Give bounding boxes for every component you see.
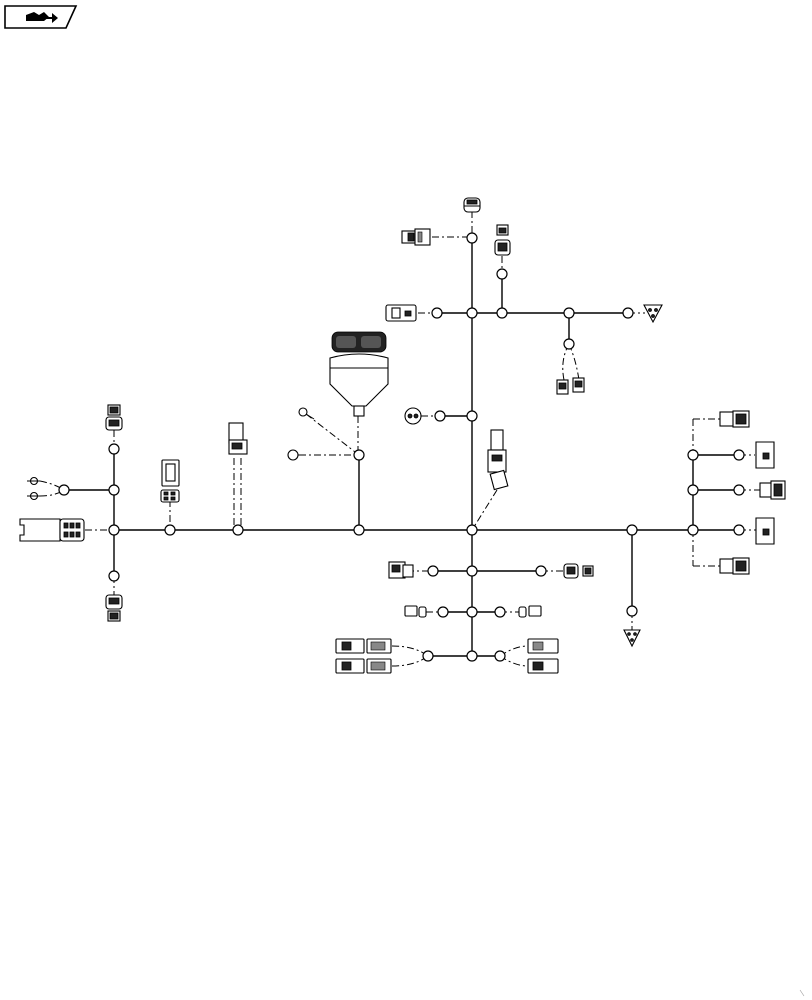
harness-wires (64, 238, 739, 657)
connector-small-upper (494, 224, 511, 256)
connector-upper-left (401, 228, 431, 246)
connector-left-bottom (105, 594, 123, 622)
connector-right-419 (719, 410, 750, 428)
connector-leaders (39, 211, 760, 667)
inline-connector-center (487, 429, 509, 491)
ring-terminal-lower (287, 449, 306, 461)
connector-left-top (105, 404, 123, 431)
connector-right-490 (759, 480, 786, 500)
back-button[interactable] (4, 4, 78, 30)
connector-left-of-top-bus (385, 304, 417, 322)
connector-vertical-238 (228, 422, 248, 455)
connector-right-530 (755, 517, 775, 545)
junction-nodes (58, 232, 745, 662)
connector-lower-right-571 (563, 563, 594, 579)
connector-right-566 (719, 557, 750, 575)
connector-lower-left-571 (388, 561, 414, 579)
connector-stack-right-656 (527, 638, 559, 674)
triangle-plug-right-top (643, 304, 663, 324)
triangle-plug-bottom (623, 629, 641, 648)
dual-ring-terminals (27, 476, 40, 501)
connector-right-455 (755, 441, 775, 469)
terminal-pair-612 (404, 605, 542, 618)
round-sensor-connector (404, 407, 422, 425)
ecu-connector (329, 331, 389, 417)
round-connector-top (463, 197, 481, 213)
twin-connectors-hanging (556, 377, 585, 395)
connector-vertical-170 (160, 459, 180, 503)
hand-arrow-icon (4, 5, 78, 29)
main-harness-connector-left (19, 518, 85, 542)
ring-terminal-upper (298, 407, 315, 420)
connector-stack-left-656 (335, 638, 392, 674)
